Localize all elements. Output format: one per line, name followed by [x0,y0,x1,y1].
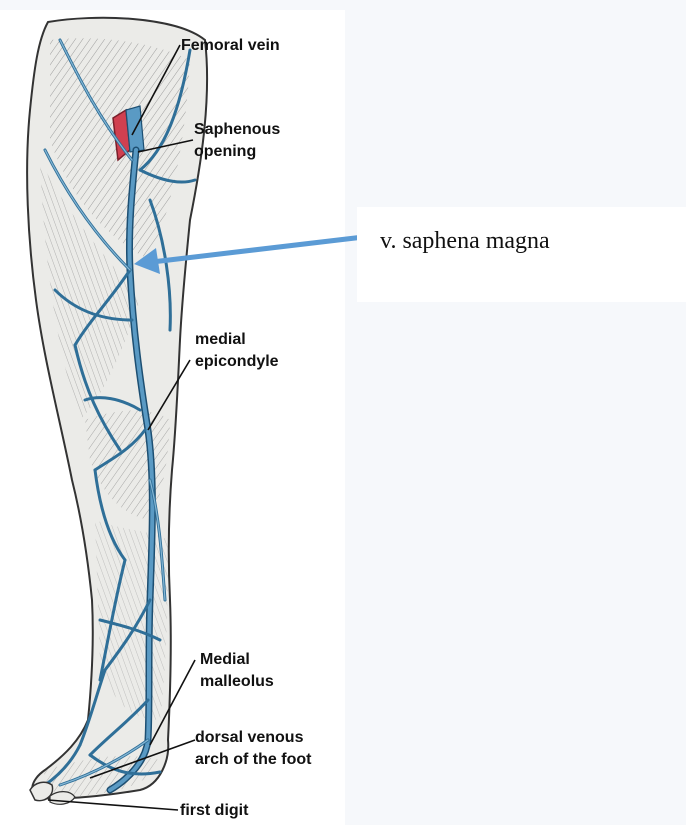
callout-text-v-saphena-magna: v. saphena magna [380,228,550,255]
label-first-digit: first digit [180,801,248,820]
label-saphenous-opening-line1: Saphenous [194,120,280,139]
label-dorsal-arch-line1: dorsal venous [195,728,303,747]
label-femoral-vein: Femoral vein [181,36,280,55]
label-medial-epicondyle-line1: medial [195,330,246,349]
label-saphenous-opening-line2: opening [194,142,256,161]
label-medial-malleolus-line2: malleolus [200,672,274,691]
label-medial-malleolus-line1: Medial [200,650,250,669]
label-medial-epicondyle-line2: epicondyle [195,352,279,371]
label-dorsal-arch-line2: arch of the foot [195,750,311,769]
